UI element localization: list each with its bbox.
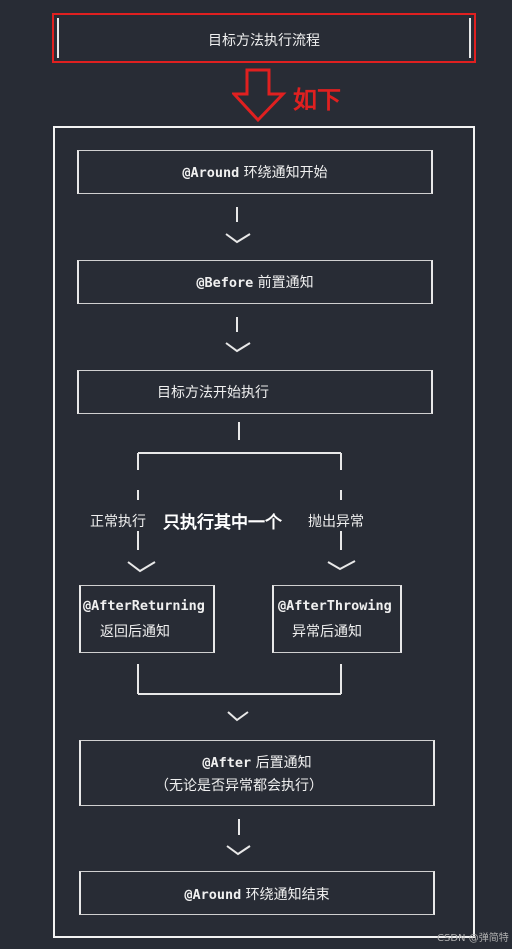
around-end-box	[79, 871, 435, 915]
after-throwing-box	[272, 585, 402, 653]
arrowhead-icon	[225, 233, 251, 244]
branch-right-label: 抛出异常	[308, 514, 364, 530]
after-throwing-text: 异常后通知	[292, 624, 362, 640]
before-code: @Before	[196, 275, 254, 291]
after-code: @After	[202, 755, 252, 771]
before-box	[77, 260, 433, 304]
after-returning-box	[79, 585, 215, 653]
arrowhead-icon	[226, 845, 251, 856]
around-end-label: @Around 环绕通知结束	[79, 884, 435, 904]
arrowhead-icon	[225, 342, 251, 353]
before-text: 前置通知	[257, 275, 314, 291]
after-returning-text: 返回后通知	[100, 624, 170, 640]
arrowhead-icon	[227, 711, 249, 722]
around-start-label: @Around 环绕通知开始	[77, 162, 433, 182]
around-end-text: 环绕通知结束	[245, 887, 330, 903]
arrow-label: 如下	[293, 86, 341, 114]
method-start-text: 目标方法开始执行	[157, 385, 269, 401]
after-note: （无论是否异常都会执行）	[155, 778, 323, 794]
after-label: @After 后置通知	[79, 752, 435, 772]
method-start-box	[77, 370, 433, 414]
around-end-code: @Around	[184, 887, 242, 903]
arrowhead-icon	[127, 561, 156, 573]
around-start-text: 环绕通知开始	[243, 165, 328, 181]
branch-left-label: 正常执行	[90, 514, 146, 530]
after-throwing-code: @AfterThrowing	[278, 598, 392, 614]
before-label: @Before 前置通知	[77, 272, 433, 292]
watermark: CSDN @弹简特	[437, 933, 509, 944]
down-arrow-icon	[232, 68, 287, 123]
after-box	[79, 740, 435, 806]
after-returning-code: @AfterReturning	[83, 598, 205, 614]
title-box: 目标方法执行流程	[52, 13, 476, 63]
after-text: 后置通知	[255, 755, 312, 771]
around-start-box	[77, 150, 433, 194]
around-start-code: @Around	[182, 165, 240, 181]
title-text: 目标方法执行流程	[208, 33, 320, 49]
branch-middle-label: 只执行其中一个	[163, 513, 282, 533]
flow-frame	[53, 126, 475, 938]
arrowhead-icon	[327, 560, 356, 571]
